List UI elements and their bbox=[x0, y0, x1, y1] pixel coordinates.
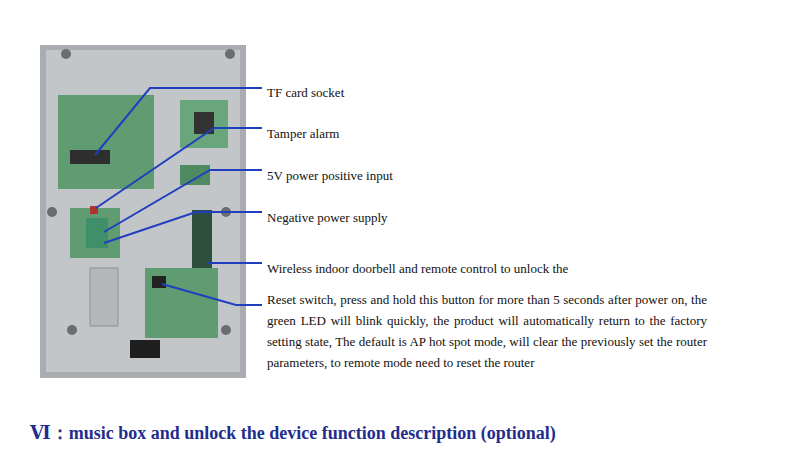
screw bbox=[221, 325, 231, 335]
pcb-board bbox=[180, 165, 210, 185]
screw bbox=[61, 49, 71, 59]
leader-line bbox=[208, 262, 262, 264]
callout-label: TF card socket bbox=[267, 82, 344, 103]
screw bbox=[67, 325, 77, 335]
callout-label: Negative power supply bbox=[267, 207, 388, 228]
screw bbox=[225, 49, 235, 59]
screw bbox=[47, 207, 57, 217]
pcb-board bbox=[145, 268, 218, 338]
leader-line bbox=[162, 284, 262, 305]
connector bbox=[192, 210, 212, 278]
callout-label: Wireless indoor doorbell and remote cont… bbox=[267, 258, 568, 279]
callout-label: 5V power positive input bbox=[267, 165, 393, 186]
pcb-board bbox=[180, 100, 228, 148]
cutout bbox=[90, 268, 118, 326]
callout-note: Reset switch, press and hold this button… bbox=[267, 289, 707, 373]
section-heading: Ⅵ：music box and unlock the device functi… bbox=[30, 421, 556, 445]
slot bbox=[130, 340, 160, 358]
leader-line bbox=[96, 128, 262, 208]
leader-line bbox=[104, 170, 262, 232]
tf-socket bbox=[70, 150, 110, 164]
leader-line bbox=[104, 212, 262, 243]
leader-line bbox=[95, 88, 262, 155]
pcb-board bbox=[70, 208, 120, 258]
reset-button bbox=[152, 276, 166, 288]
callout-label: Tamper alarm bbox=[267, 123, 339, 144]
